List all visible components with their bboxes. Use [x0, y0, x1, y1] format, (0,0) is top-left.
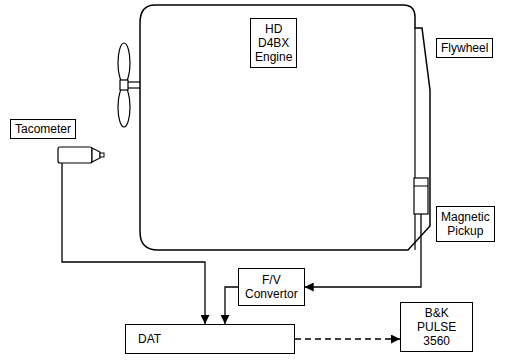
dashed-arrow	[295, 338, 400, 339]
tachometer-sensor-tip	[92, 148, 100, 162]
node-text: Magnetic Pickup	[441, 210, 490, 238]
magnetic-pickup-detail	[414, 186, 428, 187]
node-text: F/V Convertor	[245, 273, 298, 301]
engine-label-box: HD D4BX Engine	[250, 18, 297, 68]
fan-shaft	[128, 87, 140, 88]
flywheel-housing-line	[414, 28, 415, 250]
tachometer-sensor	[58, 147, 92, 163]
tachometer-label-box: Tacometer	[10, 119, 76, 139]
node-text: HD D4BX Engine	[255, 22, 292, 64]
analyzer-box: B&K PULSE 3560	[400, 302, 473, 352]
flywheel-label-box: Flywheel	[436, 38, 493, 58]
pickup-label-box: Magnetic Pickup	[436, 206, 495, 242]
fan-hub	[120, 80, 128, 90]
node-text: B&K PULSE 3560	[417, 306, 456, 348]
node-text: DAT	[138, 332, 282, 346]
magnetic-pickup-sensor	[414, 178, 428, 214]
fan-blade	[118, 43, 130, 83]
node-text: Tacometer	[15, 122, 71, 136]
tachometer-sensor-tip	[100, 153, 104, 157]
signal-arrow	[225, 287, 238, 324]
converter-box: F/V Convertor	[238, 268, 305, 306]
signal-arrow	[62, 163, 205, 324]
fan-blade	[118, 87, 130, 127]
recorder-box: DAT	[125, 324, 295, 354]
engine-body	[140, 5, 430, 250]
fan-shaft	[128, 81, 140, 82]
node-text: Flywheel	[441, 41, 488, 55]
signal-arrow	[305, 214, 421, 287]
